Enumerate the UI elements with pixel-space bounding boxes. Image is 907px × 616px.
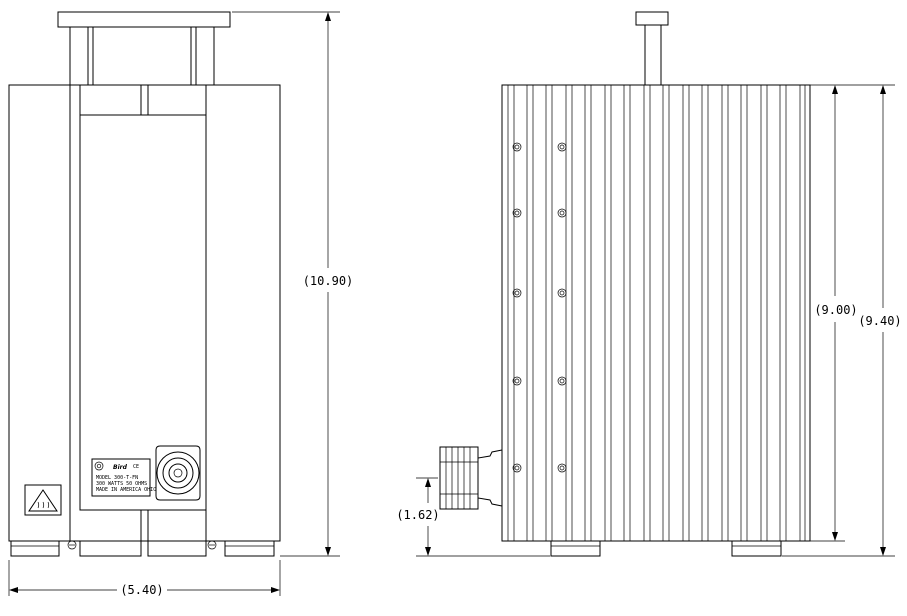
cooling-fins xyxy=(501,84,811,542)
screw-icon xyxy=(514,465,520,471)
screw-icon xyxy=(512,288,522,298)
rf-connector-front xyxy=(155,445,201,501)
front-width-label: (5.40) xyxy=(120,583,163,597)
screw-icon xyxy=(514,290,520,296)
screw-icon xyxy=(557,208,567,218)
screw-icon xyxy=(557,142,567,152)
hot-surface-warning-icon xyxy=(24,484,62,516)
screw-icon xyxy=(559,465,565,471)
side-handle xyxy=(635,11,669,86)
front-body xyxy=(8,84,281,542)
nameplate-line3: MADE IN AMERICA OHIO xyxy=(96,487,156,493)
center-panel xyxy=(79,114,207,511)
handle xyxy=(57,11,231,86)
mounting-screws xyxy=(512,142,567,473)
screw-icon xyxy=(512,142,522,152)
front-height-label: (10.90) xyxy=(303,274,354,288)
screw-icon xyxy=(512,376,522,386)
screw-icon xyxy=(559,144,565,150)
front-height-dimension: (10.90) xyxy=(232,11,354,557)
screw-icon xyxy=(514,144,520,150)
nameplate: Bird CE MODEL 300-T-FN 300 WATTS 50 OHMS… xyxy=(91,458,156,497)
screw-icon xyxy=(557,463,567,473)
nameplate-ce-mark: CE xyxy=(133,464,139,470)
screw-icon xyxy=(559,210,565,216)
side-view: (1.62) (9.00) (9.40) xyxy=(396,11,902,557)
screw-icon xyxy=(559,290,565,296)
nameplate-brand: Bird xyxy=(113,464,128,471)
side-feet xyxy=(550,540,782,557)
side-body xyxy=(501,84,811,542)
rf-connector-side xyxy=(439,446,503,510)
front-view: Bird CE MODEL 300-T-FN 300 WATTS 50 OHMS… xyxy=(8,11,354,597)
front-width-dimension: (5.40) xyxy=(8,560,281,597)
outer-height-label: (9.40) xyxy=(858,314,901,328)
screw-icon xyxy=(514,378,520,384)
nameplate-line2: 300 WATTS 50 OHMS xyxy=(96,481,147,487)
screw-icon xyxy=(557,288,567,298)
screw-icon xyxy=(514,210,520,216)
inner-height-label: (9.00) xyxy=(814,303,857,317)
screw-icon xyxy=(559,378,565,384)
screw-icon xyxy=(557,376,567,386)
connector-height-label: (1.62) xyxy=(396,508,439,522)
front-feet xyxy=(10,540,275,557)
screw-icon xyxy=(512,208,522,218)
side-height-dimensions: (9.00) (9.40) xyxy=(782,84,902,557)
connector-height-dimension: (1.62) xyxy=(396,477,550,557)
screw-icon xyxy=(512,463,522,473)
nameplate-line1: MODEL 300-T-FN xyxy=(96,475,138,481)
